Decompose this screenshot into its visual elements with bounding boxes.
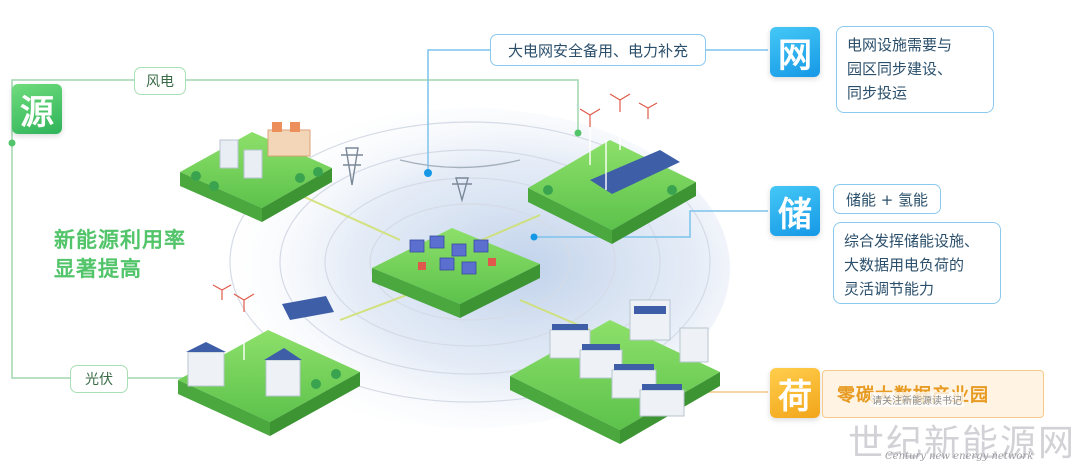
watermark-brand-cn: 世纪新能源网 <box>848 423 1077 464</box>
wind-node <box>574 129 582 137</box>
headline-line-2: 显著提高 <box>54 257 142 281</box>
grid-badge: 网 <box>770 27 820 77</box>
grid-desc-line-2: 园区同步建设、 <box>847 60 953 78</box>
thermal-plant-island <box>180 122 332 222</box>
storage-desc-line-2: 大数据用电负荷的 <box>844 256 965 274</box>
grid-desc-line-1: 电网设施需要与 <box>847 36 953 54</box>
source-badge: 源 <box>12 84 62 134</box>
wind-solar-island <box>528 93 696 244</box>
storage-desc-line-3: 灵活调节能力 <box>844 280 935 298</box>
storage-badge: 储 <box>770 186 820 236</box>
grid-desc-line-3: 同步投运 <box>847 84 908 102</box>
storage-node <box>530 233 538 241</box>
headline: 新能源利用率 显著提高 <box>54 226 186 284</box>
transmission-towers <box>341 147 521 203</box>
solar-power-tag: 光伏 <box>70 365 128 393</box>
storage-description: 综合发挥储能设施、 大数据用电负荷的 灵活调节能力 <box>833 222 1001 304</box>
headline-line-1: 新能源利用率 <box>54 228 186 252</box>
wind-power-tag: 风电 <box>134 67 186 95</box>
wechat-overlay-text: 请关注新能源读书记 <box>870 392 964 407</box>
storage-desc-line-1: 综合发挥储能设施、 <box>844 232 980 250</box>
storage-title-tag: 储能 + 氢能 <box>833 184 941 214</box>
grid-backup-tag: 大电网安全备用、电力补充 <box>490 34 706 66</box>
watermark-brand-en: Century new energy network <box>885 451 1034 462</box>
substation-island <box>372 228 540 318</box>
pv-wind-island <box>178 284 360 436</box>
source-node <box>8 139 16 147</box>
grid-description: 电网设施需要与 园区同步建设、 同步投运 <box>836 26 994 113</box>
load-badge: 荷 <box>770 368 820 418</box>
grid-node <box>424 169 432 177</box>
data-park-island <box>510 299 720 444</box>
